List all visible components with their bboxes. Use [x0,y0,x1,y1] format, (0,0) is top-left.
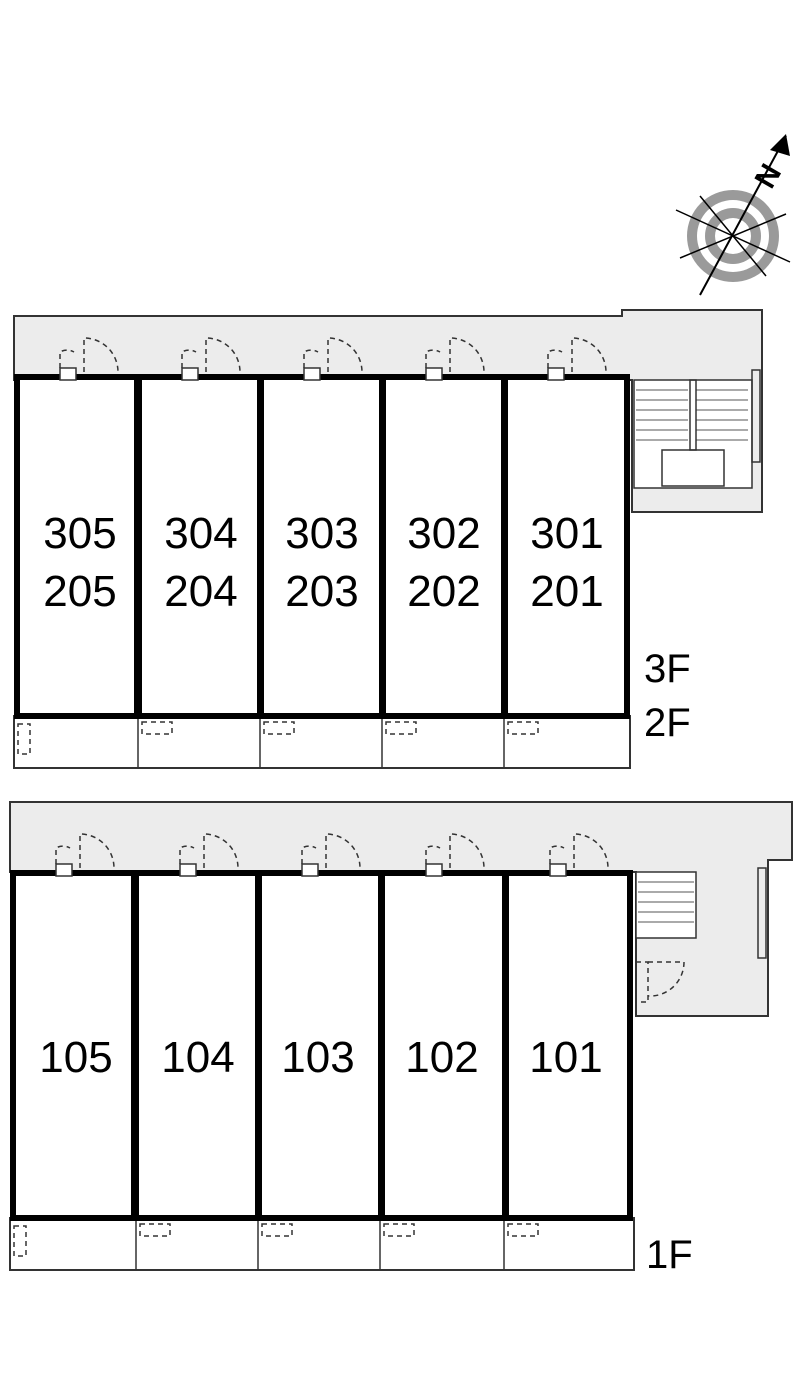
room-301: 301 [530,509,603,558]
unit-102 [379,870,508,1221]
lower-stairs [635,871,697,939]
room-104: 104 [161,1033,234,1082]
unit-304-204 [136,374,263,719]
unit-104 [133,870,261,1221]
lower-block: 105 104 103 102 101 1F [9,801,793,1277]
unit-103 [256,870,384,1221]
room-302: 302 [407,509,480,558]
room-204: 204 [164,567,237,616]
unit-105 [10,870,137,1221]
lower-stair-treads [638,881,694,923]
lower-entrance-doors [55,833,609,877]
unit-301-201 [502,374,630,719]
room-102: 102 [405,1033,478,1082]
room-101: 101 [529,1033,602,1082]
room-202: 202 [407,567,480,616]
unit-302-202 [380,374,507,719]
floor-label-3f: 3F [644,647,691,691]
upper-block: 305 205 304 204 303 203 302 202 301 201 … [13,309,763,769]
compass-north-label: N [749,159,788,194]
room-205: 205 [43,567,116,616]
room-201: 201 [530,567,603,616]
unit-101 [503,870,633,1221]
floor-label-2f: 2F [644,701,691,745]
room-305: 305 [43,509,116,558]
lower-balcony [9,1217,635,1271]
room-105: 105 [39,1033,112,1082]
upper-balcony [13,715,631,769]
room-203: 203 [285,567,358,616]
upper-stair-treads [636,389,748,441]
upper-stairs [633,379,753,489]
room-304: 304 [164,509,237,558]
upper-entrance-doors [59,337,607,381]
compass-icon: N [675,134,791,296]
room-303: 303 [285,509,358,558]
unit-305-205 [14,374,140,719]
floor-label-1f: 1F [646,1233,693,1277]
room-103: 103 [281,1033,354,1082]
